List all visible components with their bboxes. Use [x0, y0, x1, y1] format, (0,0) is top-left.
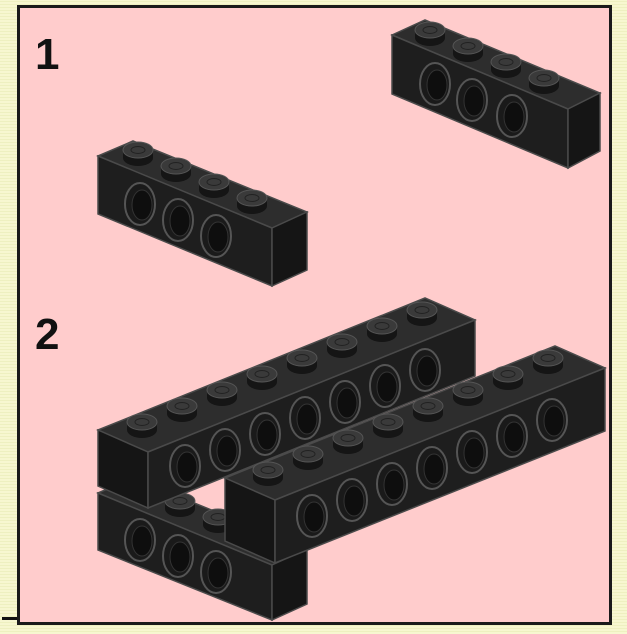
- brick-1x4-upper: [392, 20, 600, 168]
- brick-1x4-lower: [98, 141, 307, 286]
- instruction-panel: 1 2: [17, 5, 612, 625]
- assembly-illustration: [20, 8, 610, 623]
